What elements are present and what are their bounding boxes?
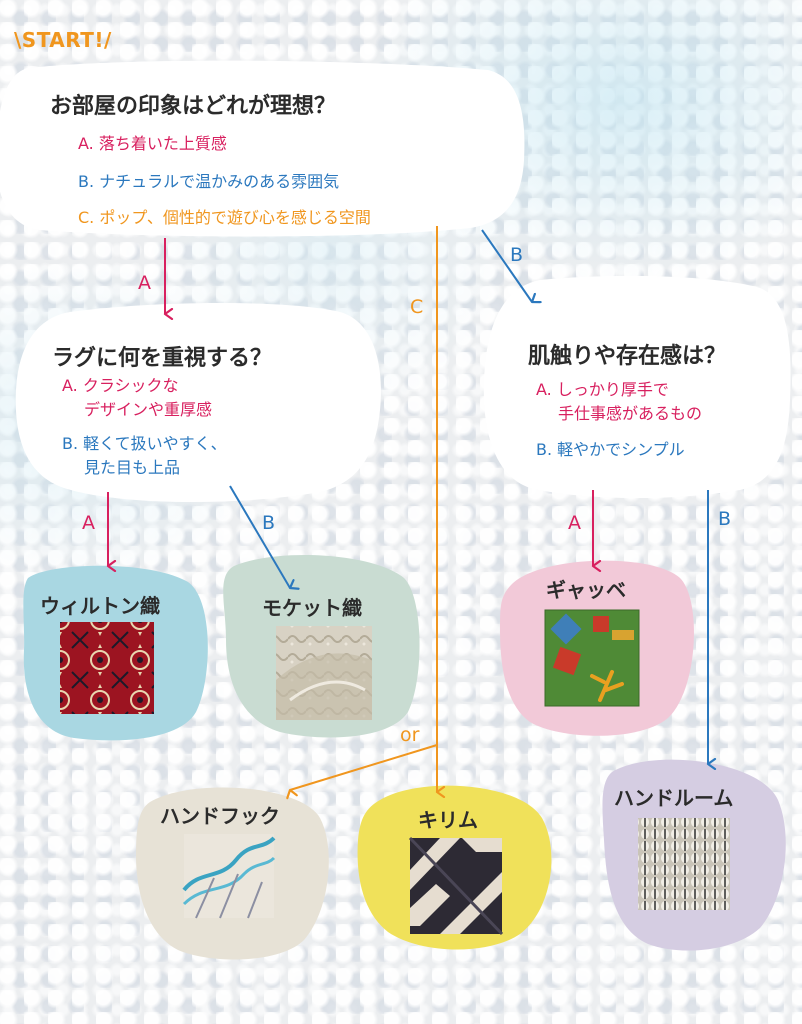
- q3-option-a: A. しっかり厚手で 手仕事感があるもの: [536, 378, 702, 426]
- q3-option-a-line1: A. しっかり厚手で: [536, 380, 669, 399]
- q1-c-label: C: [410, 296, 424, 318]
- q2-option-b: B. 軽くて扱いやすく、 見た目も上品: [62, 432, 227, 480]
- start-label: \START!/: [14, 28, 112, 52]
- q2-option-a: A. クラシックな デザインや重厚感: [62, 374, 212, 422]
- q1-b-label: B: [510, 244, 524, 266]
- gabbeh-rug-photo: [544, 609, 640, 707]
- handloom-name: ハンドルーム: [614, 786, 734, 810]
- q2-b-arrow: [229, 485, 290, 588]
- wilton-rug-photo: [60, 622, 154, 714]
- handhook-rug-photo: [182, 834, 276, 919]
- handhook-name: ハンドフック: [160, 804, 280, 828]
- q1-option-a: A. 落ち着いた上質感: [78, 134, 227, 153]
- kilim-rug-photo: [408, 836, 504, 936]
- q1-b-arrow: [481, 229, 532, 302]
- q2-option-b-line1: B. 軽くて扱いやすく、: [62, 434, 227, 453]
- q2-option-a-line1: A. クラシックな: [62, 376, 179, 395]
- q3-option-b: B. 軽やかでシンプル: [536, 440, 685, 459]
- kilim-name: キリム: [418, 808, 478, 832]
- q2-option-b-line2: 見た目も上品: [84, 458, 181, 477]
- q1-bubble: [0, 60, 525, 237]
- q2-bubble: [15, 303, 381, 503]
- q2-title: ラグに何を重視する？: [52, 346, 273, 371]
- q2-b-label: B: [262, 512, 276, 534]
- q1-title: お部屋の印象はどれが理想？: [50, 94, 337, 119]
- gabbeh-name: ギャッベ: [546, 578, 626, 602]
- moquette-name: モケット織: [262, 596, 362, 620]
- q1-c-or-arrow: [290, 744, 438, 790]
- q1-a-label: A: [138, 272, 151, 294]
- q3-option-a-line2: 手仕事感があるもの: [558, 404, 703, 423]
- or-label: or: [400, 724, 420, 746]
- handloom-rug-photo: [638, 818, 730, 910]
- q3-a-label: A: [568, 512, 581, 534]
- q1-option-b: B. ナチュラルで温かみのある雰囲気: [78, 172, 340, 191]
- moquette-rug-photo: [276, 626, 372, 720]
- q3-b-label: B: [718, 508, 732, 530]
- q3-title: 肌触りや存在感は？: [528, 344, 727, 369]
- q3-bubble: [483, 275, 791, 499]
- q1-option-c: C. ポップ、個性的で遊び心を感じる空間: [78, 208, 371, 227]
- wilton-name: ウィルトン織: [40, 594, 160, 618]
- q2-option-a-line2: デザインや重厚感: [84, 400, 213, 419]
- q2-a-label: A: [82, 512, 95, 534]
